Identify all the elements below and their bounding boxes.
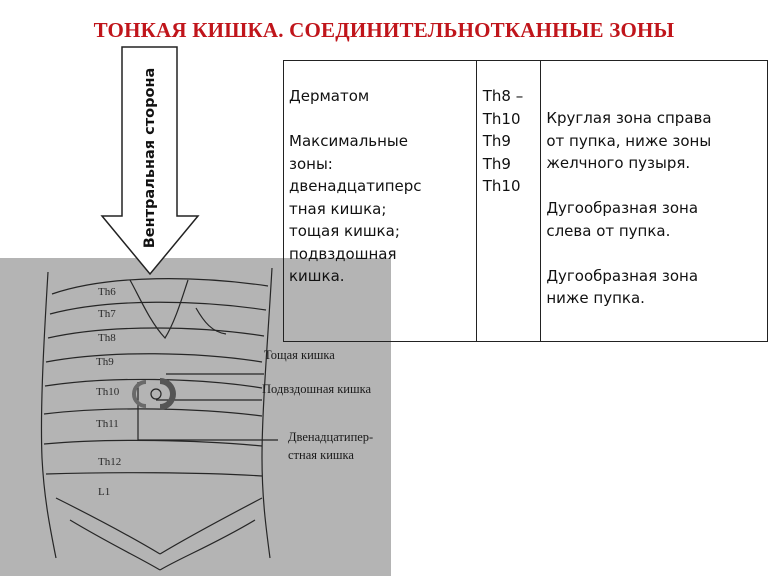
band-6: [43, 408, 263, 417]
slide-title: ТОНКАЯ КИШКА. СОЕДИНИТЕЛЬНОТКАННЫЕ ЗОНЫ: [93, 18, 675, 42]
zone3-line: Дугообразная зона: [546, 266, 699, 285]
ventral-arrow: [100, 46, 200, 276]
torso-drawing: [40, 267, 278, 571]
arrow-shape: [100, 46, 200, 276]
zones-line: подвздошная: [289, 244, 397, 263]
dermatome-label-th6: Th6: [98, 286, 116, 298]
dermatome-label-th8: Th8: [98, 332, 116, 344]
arrow-label: Вентральная сторона: [142, 67, 158, 249]
arc-zone: [132, 380, 147, 408]
dermatome-label-th9: Th9: [96, 356, 114, 368]
rib-arch: [129, 279, 189, 339]
dermatome-label-th10: Th10: [96, 386, 120, 398]
rib-curve: [195, 307, 227, 335]
navel-circle: [150, 388, 162, 400]
band-3: [47, 327, 265, 339]
band-4: [45, 353, 263, 363]
callout-duodenum-line1: Двенадцатипер-: [288, 430, 374, 444]
zone1-line: желчного пузыря.: [546, 154, 691, 172]
zones-line: тощая кишка;: [289, 222, 400, 240]
callout-jejunum: Тощая кишка: [264, 348, 335, 362]
zones-line: тная кишка;: [289, 199, 387, 218]
dermatome-label-l1: L1: [98, 486, 111, 498]
table-cell-zones: Дерматом Максимальные зоны: двенадцатипе…: [283, 60, 477, 342]
band-5: [44, 378, 263, 389]
segment-line: Th10: [482, 177, 521, 195]
band-2: [49, 301, 267, 315]
crescent-zone: [160, 378, 176, 410]
band-7: [43, 439, 263, 447]
zones-line: зоны:: [289, 154, 333, 173]
segment-line: Th8 –: [482, 87, 524, 105]
inguinal-left: [55, 497, 161, 555]
pelvis-left: [69, 519, 161, 571]
table-cell-segments: Th8 – Th10 Th9 Th9 Th10: [475, 60, 542, 342]
zones-line: двенадцатиперс: [289, 177, 422, 195]
band-1: [51, 278, 269, 295]
callout-ileum: Подвздошная кишка: [262, 382, 372, 396]
zones-line: Максимальные: [289, 132, 409, 150]
dermatome-heading: Дерматом: [289, 87, 370, 105]
dermatome-label-th11: Th11: [96, 418, 119, 430]
zone3-line: ниже пупка.: [546, 289, 645, 307]
torso-right-outline: [261, 267, 273, 559]
dermatome-label-th7: Th7: [98, 308, 116, 320]
pelvis-right: [159, 519, 256, 571]
dermatome-label-th12: Th12: [98, 456, 122, 468]
segment-line: Th10: [482, 109, 521, 128]
table-row: Дерматом Максимальные зоны: двенадцатипе…: [283, 60, 768, 342]
zone1-line: от пупка, ниже зоны: [546, 131, 712, 150]
zone2-line: Дугообразная зона: [546, 199, 699, 217]
zone2-line: слева от пупка.: [546, 221, 671, 240]
segment-line: Th9: [482, 154, 511, 173]
dermatome-table: Дерматом Максимальные зоны: двенадцатипе…: [283, 60, 768, 342]
zones-line: кишка.: [289, 267, 345, 285]
zone1-line: Круглая зона справа: [546, 109, 712, 127]
inguinal-right: [159, 497, 263, 555]
torso-left-outline: [40, 271, 57, 559]
band-8: [45, 472, 263, 477]
segment-line: Th9: [482, 132, 511, 150]
callout-duodenum-line2: стная кишка: [288, 448, 354, 462]
table-cell-descriptions: Круглая зона справа от пупка, ниже зоны …: [540, 60, 768, 342]
